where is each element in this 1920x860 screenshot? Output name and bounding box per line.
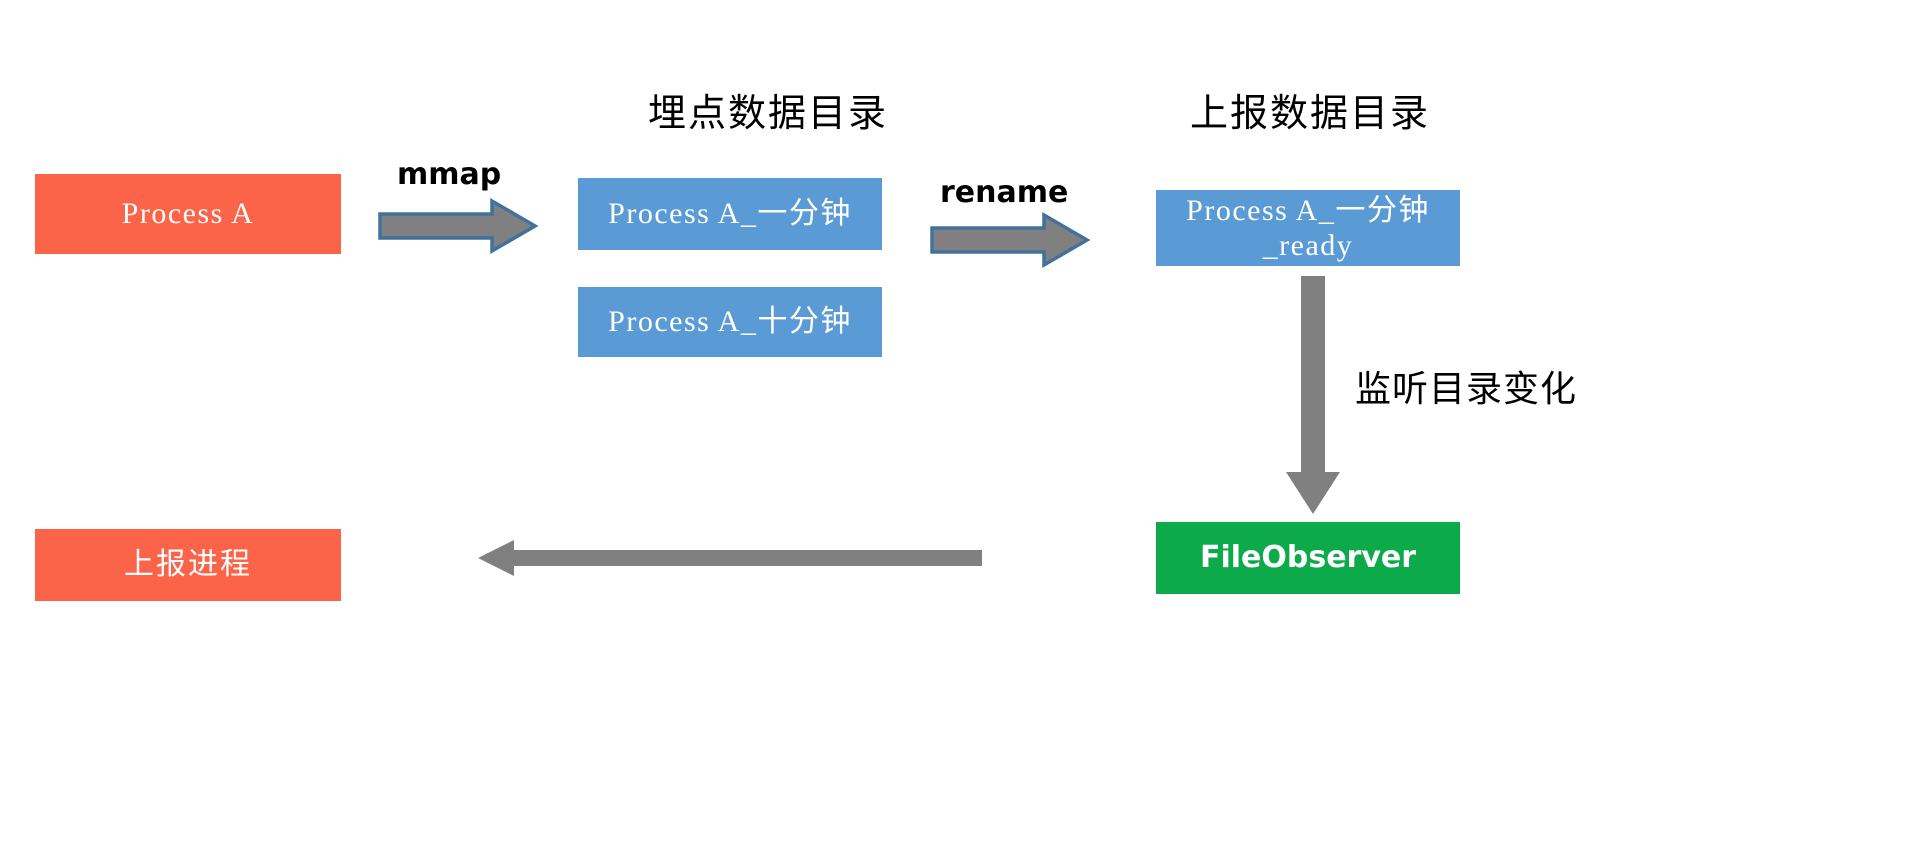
node-report-process[interactable]: 上报进程 bbox=[35, 529, 341, 601]
mmap-arrow-icon bbox=[378, 197, 539, 255]
edge-label-mmap: mmap bbox=[397, 157, 502, 192]
node-file-ten-minute-label: Process A_十分钟 bbox=[608, 305, 852, 339]
node-file-one-minute-ready-label: Process A_一分钟 _ready bbox=[1186, 193, 1430, 262]
node-file-ten-minute[interactable]: Process A_十分钟 bbox=[578, 287, 882, 357]
node-file-observer[interactable]: FileObserver bbox=[1156, 522, 1460, 594]
node-process-a-label: Process A bbox=[121, 197, 255, 231]
edge-label-watch-dir: 监听目录变化 bbox=[1355, 369, 1578, 409]
section-title-report-data-dir: 上报数据目录 bbox=[1189, 93, 1430, 135]
section-title-buried-point-dir: 埋点数据目录 bbox=[647, 93, 888, 135]
notify-arrow-icon bbox=[478, 540, 982, 576]
rename-arrow-icon bbox=[930, 211, 1091, 269]
node-file-one-minute-label: Process A_一分钟 bbox=[608, 197, 852, 231]
edge-label-rename: rename bbox=[940, 175, 1069, 210]
node-file-observer-label: FileObserver bbox=[1199, 540, 1417, 576]
node-process-a[interactable]: Process A bbox=[35, 174, 341, 254]
node-file-one-minute-ready[interactable]: Process A_一分钟 _ready bbox=[1156, 190, 1460, 266]
node-report-process-label: 上报进程 bbox=[124, 548, 252, 582]
watch-dir-arrow-icon bbox=[1286, 276, 1340, 514]
node-file-one-minute[interactable]: Process A_一分钟 bbox=[578, 178, 882, 250]
